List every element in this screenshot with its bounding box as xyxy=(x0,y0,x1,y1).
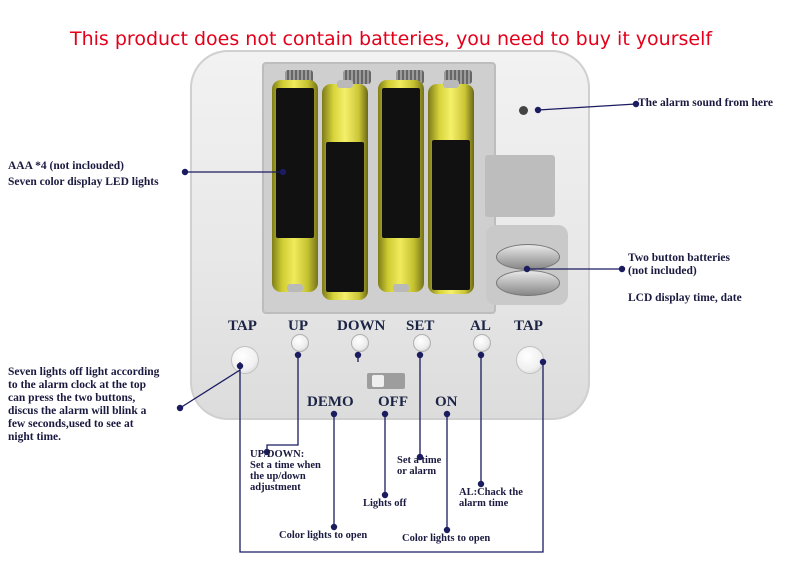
tap-left-button xyxy=(231,346,259,374)
aaa-battery xyxy=(428,80,474,294)
annotation-lights-off-line5: few seconds,used to see at xyxy=(8,418,134,430)
annotation-updown-line3: the up/down xyxy=(250,471,306,482)
annotation-button-batt-line2: (not included) xyxy=(628,265,697,277)
annotation-al-line1: AL:Chack the xyxy=(459,487,523,498)
annotation-updown-line4: adjustment xyxy=(250,482,301,493)
label-up: UP xyxy=(288,318,308,334)
tap-right-button xyxy=(516,346,544,374)
battery-cover-tab xyxy=(485,155,555,217)
annotation-aaa-line1: AAA *4 (not inclouded) xyxy=(8,160,124,172)
mode-switch-knob xyxy=(372,375,384,387)
annotation-lights-off-line1: Seven lights off light according xyxy=(8,366,160,378)
label-down: DOWN xyxy=(337,318,386,334)
button-battery xyxy=(496,244,560,270)
annotation-lights-off-line2: to the alarm clock at the top xyxy=(8,379,146,391)
label-off: OFF xyxy=(378,394,408,410)
speaker-hole xyxy=(519,106,528,115)
annotation-lights-off-line6: night time. xyxy=(8,431,62,443)
aaa-battery xyxy=(378,80,424,292)
annotation-lights-off-line3: can press the two buttons, xyxy=(8,392,136,404)
al-button xyxy=(473,334,491,352)
label-demo: DEMO xyxy=(307,394,354,410)
aaa-battery xyxy=(322,80,368,300)
aaa-battery xyxy=(272,80,318,292)
annotation-updown-line1: UP/DOWN: xyxy=(250,449,305,460)
label-set: SET xyxy=(406,318,435,334)
annotation-al-line2: alarm time xyxy=(459,498,509,509)
up-button xyxy=(291,334,309,352)
label-on: ON xyxy=(435,394,458,410)
annotation-alarm-sound: The alarm sound from here xyxy=(638,97,774,109)
annotation-button-batt-line1: Two button batteries xyxy=(628,252,731,264)
annotation-updown-line2: Set a time when xyxy=(250,460,321,471)
annotation-lights-off-short: Lights off xyxy=(363,498,407,509)
annotation-lights-off-line4: discus the alarm will blink a xyxy=(8,405,147,417)
label-al: AL xyxy=(470,318,491,334)
down-button xyxy=(351,334,369,352)
annotation-color-lights-2: Color lights to open xyxy=(402,533,491,544)
annotation-color-lights-1: Color lights to open xyxy=(279,530,368,541)
annotation-set-line2: or alarm xyxy=(397,466,437,477)
set-button xyxy=(413,334,431,352)
label-tap-left: TAP xyxy=(228,318,257,334)
annotation-aaa-line2: Seven color display LED lights xyxy=(8,176,159,188)
annotation-set-line1: Set a time xyxy=(397,455,442,466)
annotation-lcd: LCD display time, date xyxy=(628,292,742,304)
label-tap-right: TAP xyxy=(514,318,543,334)
banner-text: This product does not contain batteries,… xyxy=(70,28,713,50)
